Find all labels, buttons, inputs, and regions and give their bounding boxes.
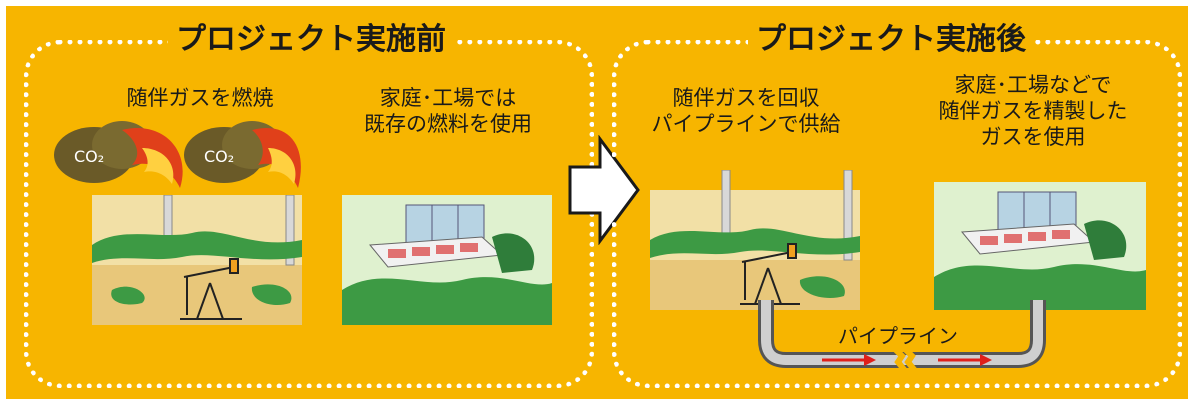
transition-arrow-icon [568, 135, 640, 245]
pipeline-label: パイプライン [838, 324, 958, 348]
before-factory-scene [342, 195, 552, 325]
factory-icon [961, 191, 1127, 260]
flare-smoke-illustration: CO₂ CO₂ [54, 121, 301, 188]
before-title: プロジェクト実施前 [168, 22, 454, 58]
flare-flame-icon [252, 128, 301, 188]
after-left-caption: 随伴ガスを回収 パイプラインで供給 [636, 85, 856, 137]
pipeline [758, 300, 1046, 370]
after-factory-scene [934, 182, 1146, 310]
co2-label-1: CO₂ [74, 147, 104, 166]
before-right-caption-line-2: 既存の燃料を使用 [364, 112, 532, 136]
pipeline-arrow-icon [822, 354, 992, 366]
oil-pumpjack-icon [180, 258, 242, 320]
flare-flame-icon [122, 128, 183, 188]
co2-label-2: CO₂ [204, 147, 234, 166]
before-left-caption: 随伴ガスを燃焼 [126, 86, 274, 110]
after-right-caption-line-1: 家庭･工場などで [954, 73, 1112, 97]
after-right-caption-line-2: 随伴ガスを精製した [938, 99, 1128, 123]
after-right-caption: 家庭･工場などで 随伴ガスを精製した ガスを使用 [918, 72, 1148, 150]
after-left-caption-line-2: パイプラインで供給 [651, 112, 841, 136]
before-oilfield-scene [92, 195, 302, 325]
after-left-caption-line-1: 随伴ガスを回収 [672, 86, 820, 110]
after-right-caption-line-3: ガスを使用 [980, 125, 1086, 149]
factory-icon [369, 204, 535, 273]
after-oilfield-scene [650, 170, 860, 310]
after-title: プロジェクト実施後 [748, 22, 1034, 58]
before-right-caption-line-1: 家庭･工場では [379, 86, 517, 110]
before-right-caption: 家庭･工場では 既存の燃料を使用 [348, 85, 548, 137]
